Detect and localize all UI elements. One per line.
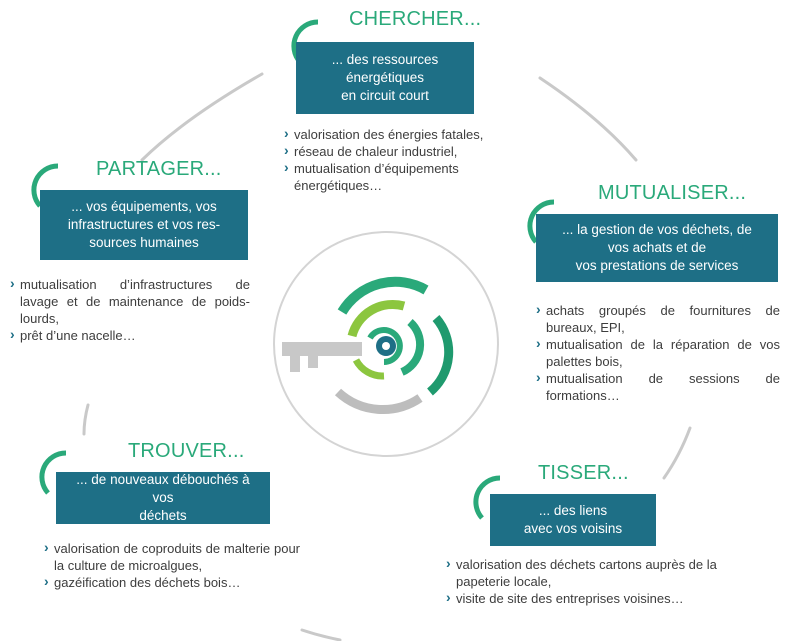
list-item: mutualisation d’équipements énergétiques… bbox=[284, 159, 524, 194]
chercher-box: ... des ressources énergétiques en circu… bbox=[296, 42, 474, 114]
box-line: ... des ressources bbox=[331, 52, 439, 67]
list-item: mutualisation d’infrastructures de lavag… bbox=[10, 275, 250, 327]
trouver-title: TROUVER... bbox=[128, 440, 245, 462]
box-line: ... la gestion de vos déchets, de bbox=[562, 222, 752, 237]
tisser-box: ... des liens avec vos voisins bbox=[490, 494, 656, 546]
list-item: valorisation des énergies fatales, bbox=[284, 125, 524, 143]
box-line: vos achats et de bbox=[607, 240, 707, 255]
connector-arc-left bbox=[82, 403, 90, 436]
list-item: mutualisation de sessions de formations… bbox=[536, 369, 780, 404]
center-logo-icon bbox=[282, 276, 454, 414]
partager-title: PARTAGER... bbox=[96, 158, 222, 180]
list-item: mutualisation de la réparation de vos pa… bbox=[536, 335, 780, 370]
box-line: sources humaines bbox=[89, 235, 199, 250]
mutualiser-box: ... la gestion de vos déchets, de vos ac… bbox=[536, 214, 778, 282]
trouver-list: valorisation de coproduits de malterie p… bbox=[44, 539, 300, 591]
box-line: en circuit court bbox=[341, 88, 429, 103]
trouver-box: ... de nouveaux débouchés à vos déchets bbox=[56, 472, 270, 524]
list-item: prêt d’une nacelle… bbox=[10, 326, 250, 344]
box-line: infrastructures et vos res- bbox=[67, 217, 221, 232]
list-item: réseau de chaleur industriel, bbox=[284, 142, 524, 160]
tisser-list: valorisation des déchets cartons auprès … bbox=[446, 555, 746, 607]
chercher-title: CHERCHER... bbox=[349, 8, 482, 30]
box-line: ... des liens bbox=[538, 503, 608, 518]
connector-arc-top-right bbox=[538, 76, 638, 162]
box-line: énergétiques bbox=[345, 70, 425, 85]
partager-list: mutualisation d’infrastructures de lavag… bbox=[10, 275, 250, 344]
tisser-title: TISSER... bbox=[538, 462, 629, 484]
box-line: avec vos voisins bbox=[523, 521, 623, 536]
green-arc-icon bbox=[31, 19, 555, 520]
list-item: valorisation des déchets cartons auprès … bbox=[446, 555, 746, 590]
box-line: ... vos équipements, vos bbox=[71, 199, 217, 214]
mutualiser-list: achats groupés de fournitures de bureaux… bbox=[536, 301, 780, 404]
box-line: ... de nouveaux débouchés à vos bbox=[76, 472, 250, 505]
list-item: visite de site des entreprises voisines… bbox=[446, 589, 746, 607]
connector-arc-top-left bbox=[140, 72, 264, 162]
list-item: gazéification des déchets bois… bbox=[44, 573, 300, 591]
chercher-list: valorisation des énergies fatales, résea… bbox=[284, 125, 524, 194]
list-item: achats groupés de fournitures de bureaux… bbox=[536, 301, 780, 336]
connector-arc-bottom bbox=[300, 628, 342, 641]
mutualiser-title: MUTUALISER... bbox=[598, 182, 747, 204]
list-item: valorisation de coproduits de malterie p… bbox=[44, 539, 300, 574]
box-line: vos prestations de services bbox=[575, 258, 739, 273]
connector-arc-right bbox=[662, 426, 692, 480]
partager-box: ... vos équipements, vos infrastructures… bbox=[40, 190, 248, 260]
box-line: déchets bbox=[139, 508, 187, 523]
